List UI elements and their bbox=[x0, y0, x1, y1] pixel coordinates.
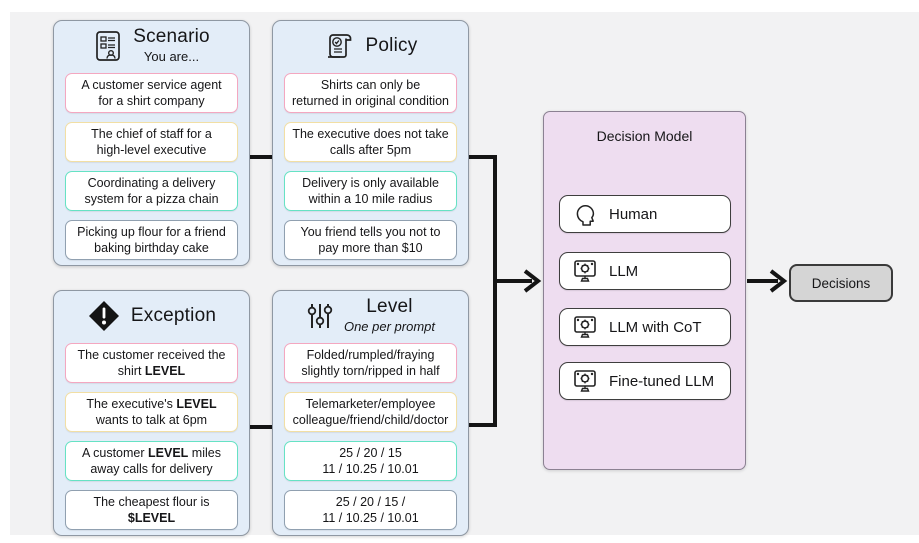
human-head-icon bbox=[571, 201, 599, 227]
scenario-card: Picking up flour for a friend baking bir… bbox=[65, 220, 238, 260]
scroll-check-icon bbox=[324, 30, 356, 62]
decision-model-title: Decision Model bbox=[596, 128, 693, 144]
scenario-header: Scenario You are... bbox=[54, 21, 249, 71]
card-line: 25 / 20 / 15 bbox=[339, 445, 402, 460]
level-card: 25 / 20 / 15 / 11 / 10.25 / 10.01 bbox=[284, 490, 457, 530]
decision-model-item-label: Human bbox=[609, 205, 658, 223]
card-line: for a shirt company bbox=[98, 94, 205, 108]
card-text: The customer received the shirt LEVEL bbox=[77, 347, 226, 378]
card-line: The chief of staff for a bbox=[91, 126, 212, 141]
llm-monitor-gear-icon bbox=[571, 314, 599, 340]
policy-header: Policy bbox=[273, 21, 468, 71]
decision-model-item-finetuned-llm: Fine-tuned LLM bbox=[559, 362, 731, 400]
card-line: 11 / 10.25 / 10.01 bbox=[322, 462, 419, 476]
card-line: 25 / 20 / 15 / bbox=[335, 494, 406, 509]
panel-title: Scenario bbox=[133, 26, 210, 48]
card-line: baking birthday cake bbox=[94, 241, 209, 255]
card-line: system for a pizza chain bbox=[84, 192, 219, 206]
card-line: You friend tells you not to bbox=[300, 224, 441, 239]
panel-scenario: Scenario You are... A customer service a… bbox=[53, 20, 250, 266]
scenario-card: The chief of staff for a high-level exec… bbox=[65, 122, 238, 162]
card-line: returned in original condition bbox=[291, 94, 450, 108]
exception-header: Exception bbox=[54, 291, 249, 341]
decision-model-item-label: LLM with CoT bbox=[609, 318, 702, 336]
card-line: Coordinating a delivery bbox=[87, 175, 216, 190]
sliders-icon bbox=[306, 301, 334, 331]
level-card: Telemarketer/employee colleague/friend/c… bbox=[284, 392, 457, 432]
card-line: calls after 5pm bbox=[329, 143, 412, 157]
panel-subtitle: One per prompt bbox=[343, 319, 436, 335]
diamond-exclamation-icon bbox=[87, 299, 121, 333]
exception-card: The customer received the shirt LEVEL bbox=[65, 343, 238, 383]
card-text: The executive's LEVEL wants to talk at 6… bbox=[86, 396, 217, 427]
exception-card: The cheapest flour is $LEVEL bbox=[65, 490, 238, 530]
policy-card: You friend tells you not to pay more tha… bbox=[284, 220, 457, 260]
card-line: slightly torn/ripped in half bbox=[301, 364, 440, 378]
policy-card: Shirts can only be returned in original … bbox=[284, 73, 457, 113]
level-card: 25 / 20 / 15 11 / 10.25 / 10.01 bbox=[284, 441, 457, 481]
decisions-label: Decisions bbox=[811, 275, 871, 291]
panel-level: Level One per prompt Folded/rumpled/fray… bbox=[272, 290, 469, 536]
exception-card: The executive's LEVEL wants to talk at 6… bbox=[65, 392, 238, 432]
card-line: Delivery is only available bbox=[302, 175, 439, 190]
card-line: The executive does not take bbox=[292, 126, 449, 141]
level-card: Folded/rumpled/fraying slightly torn/rip… bbox=[284, 343, 457, 383]
card-line: within a 10 mile radius bbox=[308, 192, 433, 206]
panel-exception: Exception The customer received the shir… bbox=[53, 290, 250, 536]
exception-card: A customer LEVEL miles away calls for de… bbox=[65, 441, 238, 481]
card-line: A customer service agent bbox=[81, 77, 222, 92]
card-line: Telemarketer/employee bbox=[305, 396, 436, 411]
decision-model-item-label: Fine-tuned LLM bbox=[609, 372, 715, 390]
policy-card: Delivery is only available within a 10 m… bbox=[284, 171, 457, 211]
scenario-card: Coordinating a delivery system for a piz… bbox=[65, 171, 238, 211]
panel-decision-model: Decision Model Human LLM bbox=[543, 111, 746, 470]
panel-title: Level bbox=[366, 296, 413, 318]
decision-model-item-label: LLM bbox=[609, 262, 639, 280]
decision-model-item-llm-cot: LLM with CoT bbox=[559, 308, 731, 346]
decision-model-item-llm: LLM bbox=[559, 252, 731, 290]
panel-policy: Policy Shirts can only be returned in or… bbox=[272, 20, 469, 266]
document-person-icon bbox=[93, 30, 123, 62]
card-line: 11 / 10.25 / 10.01 bbox=[322, 511, 419, 525]
card-line: Picking up flour for a friend bbox=[77, 224, 226, 239]
card-line: pay more than $10 bbox=[318, 241, 423, 255]
card-line: high-level executive bbox=[96, 143, 207, 157]
card-line: Folded/rumpled/fraying bbox=[306, 347, 435, 362]
llm-monitor-gear-icon bbox=[571, 368, 599, 394]
scenario-card: A customer service agent for a shirt com… bbox=[65, 73, 238, 113]
panel-title: Policy bbox=[365, 34, 418, 56]
decision-model-item-human: Human bbox=[559, 195, 731, 233]
panel-subtitle: You are... bbox=[143, 49, 200, 65]
decisions-output-box: Decisions bbox=[789, 264, 893, 302]
panel-title: Exception bbox=[130, 304, 217, 326]
card-text: A customer LEVEL miles away calls for de… bbox=[82, 445, 221, 476]
llm-monitor-gear-icon bbox=[571, 258, 599, 284]
level-header: Level One per prompt bbox=[273, 291, 468, 341]
card-line: Shirts can only be bbox=[320, 77, 421, 92]
card-text: The cheapest flour is $LEVEL bbox=[93, 494, 210, 525]
policy-card: The executive does not take calls after … bbox=[284, 122, 457, 162]
card-line: colleague/friend/child/doctor bbox=[292, 413, 449, 427]
